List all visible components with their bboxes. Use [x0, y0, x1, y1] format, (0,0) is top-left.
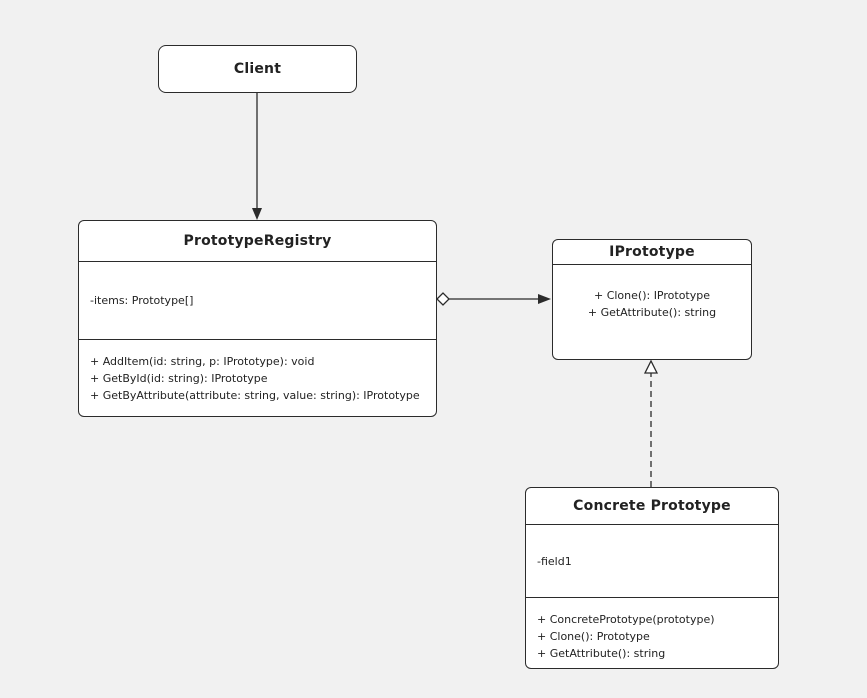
concrete-attributes-section: -field1: [526, 524, 778, 597]
concrete-operation-constructor: + ConcretePrototype(prototype): [537, 613, 715, 626]
aggregation-diamond: [436, 292, 450, 306]
client-to-registry-arrowhead: [252, 208, 262, 220]
registry-to-iprototype-arrowhead: [538, 294, 551, 304]
client-class-box[interactable]: Client: [158, 45, 357, 93]
client-title: Client: [233, 60, 282, 77]
registry-operation-get-by-attribute: + GetByAttribute(attribute: string, valu…: [90, 389, 420, 402]
realization-triangle: [643, 359, 659, 374]
concrete-title: Concrete Prototype: [573, 498, 731, 514]
registry-operations-section: + AddItem(id: string, p: IPrototype): vo…: [79, 339, 436, 415]
registry-attributes-section: -items: Prototype[]: [79, 261, 436, 339]
registry-operation-get-by-id: + GetById(id: string): IPrototype: [90, 372, 268, 385]
concrete-operations-section: + ConcretePrototype(prototype) + Clone()…: [526, 597, 778, 667]
iprototype-title: IPrototype: [609, 244, 695, 260]
iprototype-operations-section: + Clone(): IPrototype + GetAttribute(): …: [553, 264, 751, 358]
concrete-attribute: -field1: [537, 554, 572, 568]
registry-attribute: -items: Prototype[]: [90, 294, 194, 307]
concrete-operation-clone: + Clone(): Prototype: [537, 630, 650, 643]
prototype-registry-class-box[interactable]: PrototypeRegistry -items: Prototype[] + …: [78, 220, 437, 417]
concrete-operation-get-attribute: + GetAttribute(): string: [537, 647, 666, 660]
concrete-prototype-class-box[interactable]: Concrete Prototype -field1 + ConcretePro…: [525, 487, 779, 669]
iprototype-operation-get-attribute: + GetAttribute(): string: [587, 306, 717, 319]
iprototype-operation-clone: + Clone(): IPrototype: [593, 289, 710, 302]
registry-operation-add-item: + AddItem(id: string, p: IPrototype): vo…: [90, 355, 315, 368]
iprototype-interface-box[interactable]: IPrototype + Clone(): IPrototype + GetAt…: [552, 239, 752, 360]
registry-title: PrototypeRegistry: [183, 233, 332, 249]
